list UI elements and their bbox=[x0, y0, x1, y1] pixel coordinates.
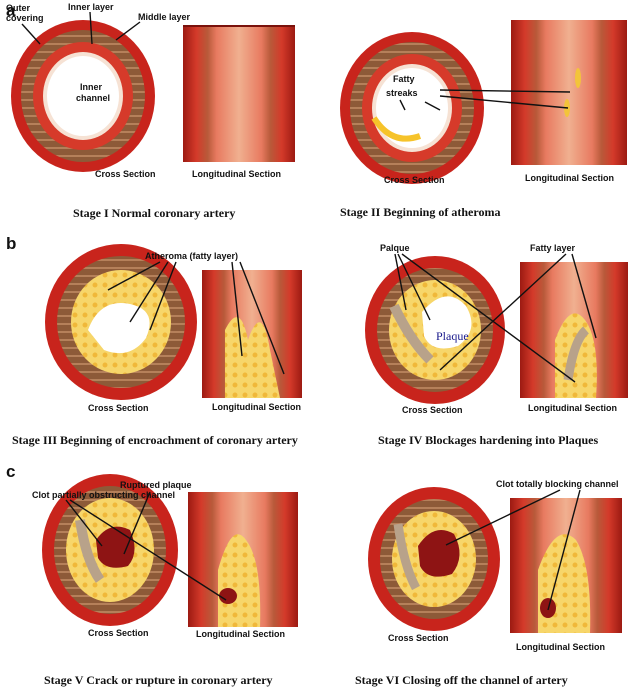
label-inner-channel-2: channel bbox=[76, 93, 110, 103]
panel-label-a: a bbox=[6, 1, 16, 20]
stage2-cross-section bbox=[340, 32, 484, 184]
label-inner-channel-1: Inner bbox=[80, 82, 103, 92]
label-ruptured: Ruptured plaque bbox=[120, 480, 192, 490]
arrow-palque-1 bbox=[394, 253, 407, 311]
stage2-cross-label: Cross Section bbox=[384, 175, 445, 185]
stage2-long-label: Longitudinal Section bbox=[525, 173, 614, 183]
arrow-fatty-4 bbox=[424, 101, 441, 111]
panel-label-b: b bbox=[6, 234, 16, 253]
stage3-cross-label: Cross Section bbox=[88, 403, 149, 413]
label-atheroma: Atheroma (fatty layer) bbox=[145, 251, 238, 261]
stage5-caption: Stage V Crack or rupture in coronary art… bbox=[44, 673, 273, 687]
arrow-atheroma-4 bbox=[231, 261, 243, 357]
arrow-outer bbox=[21, 23, 41, 45]
stage3-longitudinal-section bbox=[202, 270, 302, 398]
label-inner-layer: Inner layer bbox=[68, 2, 114, 12]
stage4-long-label: Longitudinal Section bbox=[528, 403, 617, 413]
stage1-long-label: Longitudinal Section bbox=[192, 169, 281, 179]
stage1-longitudinal-section bbox=[183, 25, 295, 162]
arrow-atheroma-3 bbox=[149, 261, 177, 331]
stage5-cross-label: Cross Section bbox=[88, 628, 149, 638]
label-palque: Palque bbox=[380, 243, 410, 253]
stage1-caption: Stage I Normal coronary artery bbox=[73, 206, 235, 220]
stage1-cross-label: Cross Section bbox=[95, 169, 156, 179]
stage4-cross-section bbox=[365, 256, 505, 404]
arrow-fatty-2 bbox=[439, 95, 569, 109]
stage5-longitudinal-section bbox=[188, 492, 298, 627]
label-fatty-2: streaks bbox=[386, 88, 418, 98]
arrow-atheroma-5 bbox=[239, 261, 285, 375]
stage6-long-label: Longitudinal Section bbox=[516, 642, 605, 652]
label-clot-total: Clot totally blocking channel bbox=[496, 479, 619, 489]
label-fatty-layer: Fatty layer bbox=[530, 243, 576, 253]
arrow-fatty-layer-2 bbox=[571, 253, 597, 339]
stage4-longitudinal-section bbox=[520, 262, 628, 398]
stage4-cross-label: Cross Section bbox=[402, 405, 463, 415]
arrow-inner-layer bbox=[89, 11, 93, 45]
arrow-palque-2 bbox=[397, 253, 431, 321]
arrow-ruptured bbox=[123, 491, 151, 555]
stage6-cross-section bbox=[368, 487, 500, 631]
arrow-clot-total-1 bbox=[445, 489, 561, 546]
label-clot-partial: Clot partially obstructing channel bbox=[32, 490, 175, 500]
label-outer-1: Outer bbox=[6, 3, 31, 13]
label-plaque: Plaque bbox=[436, 329, 469, 343]
arrow-atheroma-1 bbox=[107, 261, 161, 291]
stage3-caption: Stage III Beginning of encroachment of c… bbox=[12, 433, 298, 447]
stage2-caption: Stage II Beginning of atheroma bbox=[340, 205, 500, 219]
arrow-fatty-1 bbox=[439, 89, 571, 93]
stage6-caption: Stage VI Closing off the channel of arte… bbox=[355, 673, 568, 687]
arrow-middle-layer bbox=[115, 21, 141, 41]
label-outer-2: covering bbox=[6, 13, 44, 23]
stage5-long-label: Longitudinal Section bbox=[196, 629, 285, 639]
arrow-clot-partial-2 bbox=[69, 499, 227, 601]
stage1-cross-section bbox=[11, 20, 155, 172]
label-middle-layer: Middle layer bbox=[138, 12, 191, 22]
stage6-cross-label: Cross Section bbox=[388, 633, 449, 643]
label-fatty-1: Fatty bbox=[393, 74, 415, 84]
arrow-fatty-3 bbox=[399, 99, 406, 111]
arrow-clot-partial-1 bbox=[65, 499, 103, 547]
stage4-caption: Stage IV Blockages hardening into Plaque… bbox=[378, 433, 598, 447]
stage6-longitudinal-section bbox=[510, 498, 622, 633]
panel-label-c: c bbox=[6, 462, 15, 481]
stage3-long-label: Longitudinal Section bbox=[212, 402, 301, 412]
arrow-palque-3 bbox=[401, 253, 576, 383]
arrow-fatty-layer-1 bbox=[439, 253, 567, 371]
arrow-atheroma-2 bbox=[129, 261, 169, 323]
arrow-clot-total-2 bbox=[547, 489, 581, 611]
